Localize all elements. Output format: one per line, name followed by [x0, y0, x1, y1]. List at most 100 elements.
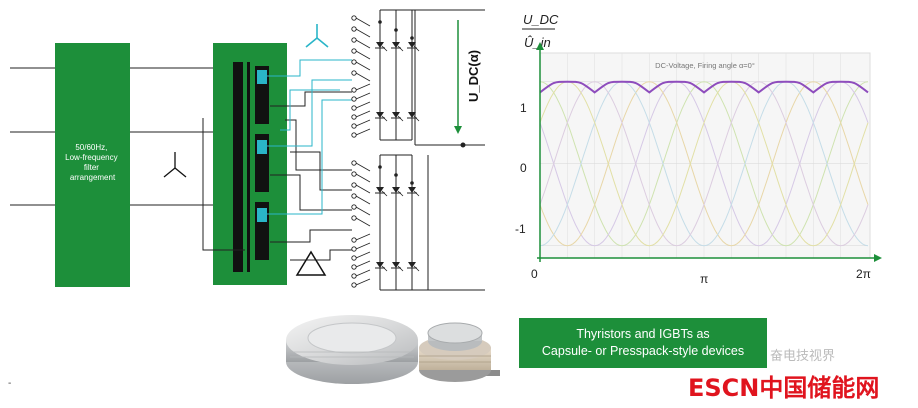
- phase-curves: [539, 81, 869, 247]
- terminal-node: [351, 182, 357, 188]
- node-dot: [394, 173, 398, 177]
- watermark-logo: ESCN中国储能网: [688, 368, 879, 403]
- terminal-node: [351, 264, 357, 270]
- thyristor-icon: [376, 112, 384, 118]
- terminal-node: [351, 255, 357, 261]
- node-dot: [378, 20, 382, 24]
- y-axis-arrow-icon: [536, 42, 544, 50]
- x-axis-arrow-icon: [874, 254, 882, 262]
- thyristor-icon: [376, 187, 384, 193]
- terminal-node: [351, 48, 357, 54]
- watermark-cn: 中国储能网: [759, 374, 880, 402]
- thyristor-bridges: [351, 9, 420, 291]
- gate-wire: [355, 233, 371, 241]
- x-tick-0: 0: [531, 267, 538, 281]
- watermark-gray-text: 奋电技视界: [770, 349, 836, 364]
- terminal-node: [351, 204, 357, 210]
- terminal-node: [351, 105, 357, 111]
- thyristor-icon: [408, 262, 416, 268]
- x-tick-2pi: 2π: [856, 267, 871, 281]
- thyristor-icon: [392, 187, 400, 193]
- thyristor-gate: [413, 265, 420, 272]
- gate-wire: [355, 119, 371, 127]
- y-tick-minus1: -1: [515, 222, 526, 236]
- dc-bus: [380, 9, 485, 291]
- thyristor-gate: [413, 190, 420, 197]
- terminal-node: [351, 273, 357, 279]
- gate-wire: [355, 39, 371, 49]
- gate-wire: [355, 173, 371, 183]
- dc-envelope-line: [539, 80, 869, 94]
- thyristor-icon: [392, 112, 400, 118]
- terminal-node: [351, 193, 357, 199]
- terminal-node: [351, 37, 357, 43]
- capsule-device-image: [286, 315, 418, 384]
- thyristor-gate: [397, 190, 404, 197]
- gate-wire: [355, 162, 371, 172]
- banner-line-1: Thyristors and IGBTs as: [576, 327, 710, 341]
- wye-symbol-icon: [163, 152, 187, 178]
- gate-wire: [355, 92, 371, 100]
- terminal-node: [351, 70, 357, 76]
- thyristor-icon: [408, 42, 416, 48]
- thyristor-gate: [381, 45, 388, 52]
- y-tick-0: 0: [520, 161, 527, 175]
- thyristor-icon: [376, 262, 384, 268]
- phase-sine-line: [539, 81, 869, 247]
- terminal-node: [351, 132, 357, 138]
- gate-wire: [355, 251, 371, 259]
- terminal-node: [351, 15, 357, 21]
- dc-voltage-arrow-icon: [454, 20, 462, 134]
- chart-y-fraction-numerator: U_DC: [523, 12, 559, 27]
- gate-wire: [355, 101, 371, 109]
- stray-mark: -: [8, 378, 11, 389]
- thyristor-icon: [408, 187, 416, 193]
- delta-secondary-icon: [295, 250, 327, 276]
- chart-y-fraction-denominator: Û_in: [524, 35, 551, 50]
- thyristor-gate: [381, 190, 388, 197]
- device-banner: Thyristors and IGBTs as Capsule- or Pres…: [519, 318, 767, 368]
- gate-wire: [355, 260, 371, 268]
- terminal-node: [351, 59, 357, 65]
- terminal-node: [351, 160, 357, 166]
- thyristor-gate: [397, 265, 404, 272]
- gate-wire: [355, 184, 371, 194]
- node-dot: [410, 181, 414, 185]
- gate-wire: [355, 206, 371, 216]
- gate-wire: [355, 72, 371, 82]
- gate-wire: [355, 217, 371, 227]
- input-lines: [10, 67, 215, 206]
- node-dot: [410, 36, 414, 40]
- gate-wire: [355, 110, 371, 118]
- thyristor-gate: [381, 265, 388, 272]
- output-voltage-label: U_DC(α): [466, 50, 481, 102]
- chart-panel: U_DC Û_in DC-Voltage, Firing angle α=0° …: [515, 12, 882, 286]
- thyristor-gate: [397, 45, 404, 52]
- banner-line-2: Capsule- or Presspack-style devices: [541, 344, 745, 358]
- phase-sine-line: [539, 81, 869, 247]
- gate-wire: [355, 128, 371, 136]
- watermark-en: ESCN: [688, 374, 760, 402]
- terminal-node: [351, 26, 357, 32]
- wye-secondary-icon: [305, 24, 329, 48]
- thyristor-icon: [392, 42, 400, 48]
- thyristor-icon: [392, 262, 400, 268]
- terminal-node: [351, 114, 357, 120]
- transformer-core: [233, 62, 269, 272]
- gate-wire: [355, 83, 371, 91]
- gate-wire: [355, 278, 371, 286]
- node-dot: [378, 165, 382, 169]
- thyristor-icon: [408, 112, 416, 118]
- terminal-node: [351, 237, 357, 243]
- terminal-node: [351, 87, 357, 93]
- gate-wire: [355, 61, 371, 71]
- chart-title: DC-Voltage, Firing angle α=0°: [655, 61, 755, 70]
- terminal-node: [351, 215, 357, 221]
- gate-wire: [355, 269, 371, 277]
- thyristor-gate: [397, 115, 404, 122]
- secondary-wiring-wye: [267, 59, 352, 215]
- filter-label: 50/60Hz, Low-frequency filter arrangemen…: [65, 143, 120, 182]
- filter-block: [55, 43, 130, 287]
- gate-wire: [355, 50, 371, 60]
